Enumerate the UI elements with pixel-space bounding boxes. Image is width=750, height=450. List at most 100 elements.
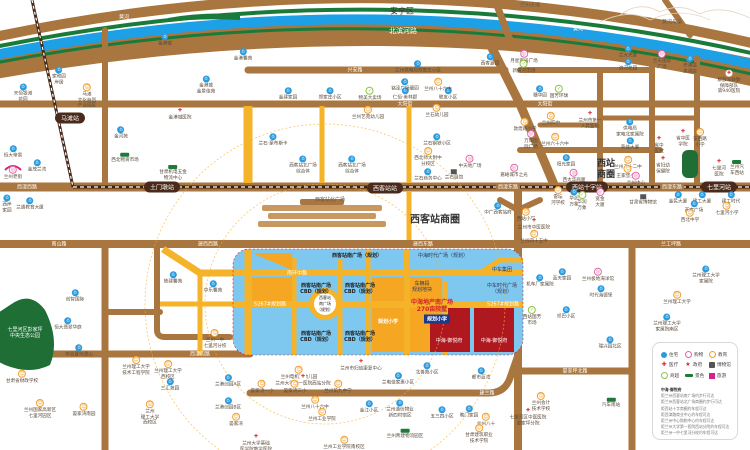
poi-med[interactable]: ✚解放军联勤保障部队第940医院 (718, 69, 740, 95)
poi-edu[interactable]: ☺兰州八十 (477, 412, 495, 428)
metro-station-matan[interactable]: 马滩站 (54, 112, 86, 124)
poi-res[interactable]: ⌂恒大翡翠华庭 (54, 317, 82, 331)
poi-res[interactable]: ⌂建工时代 (722, 191, 740, 205)
poi-mkt[interactable]: ✓新黄河市场 (513, 59, 535, 75)
poi-mus[interactable]: 甘肃省博物馆 (629, 194, 657, 206)
poi-edu[interactable]: ☺兰州六十六中 (541, 132, 569, 148)
poi-shop[interactable]: ◎嘉峪城市之光 (500, 163, 528, 179)
poi-med[interactable]: ✚省中医学院 (676, 128, 690, 148)
poi-edu[interactable]: ☺兰州第九中学 (324, 379, 352, 395)
poi-shop[interactable]: ◎西太华商厦 (563, 168, 585, 184)
project-block-label[interactable]: 中海·御悦府 (480, 338, 508, 344)
poi-res[interactable]: ⌂兰州通信物业新四村宿区 (386, 399, 414, 419)
poi-res[interactable]: ⌂联友小区 (439, 87, 457, 101)
poi-edu[interactable]: ☺七里河小学 (716, 201, 738, 217)
poi-bus[interactable]: 兰州汽车西站 (730, 160, 744, 176)
poi-med[interactable]: ✚兰州市第一人民医院 (579, 110, 601, 130)
poi-edu[interactable]: ☺兰州八十六中 (301, 395, 329, 411)
poi-res[interactable]: ⌂金河苑 (114, 126, 128, 140)
poi-res[interactable]: ⌂建工大厦 (693, 191, 711, 205)
poi-res[interactable]: ⌂中广西客站府 (484, 202, 512, 216)
poi-mkt[interactable]: ✓华润万象 (577, 191, 587, 211)
poi-mkt[interactable]: ✓物美大卖场 (359, 86, 381, 102)
poi-edu[interactable]: ☺敦煌路小学 (514, 117, 536, 133)
poi-res[interactable]: ⌂兰州供电局郑家庄小区 (395, 60, 441, 74)
poi-edu[interactable]: ☺兰州八十六中 (424, 77, 452, 93)
poi-edu[interactable]: ☺兰州一中七里河分校 (204, 329, 226, 349)
poi-edu[interactable]: ☺兰州四十五中 (520, 229, 548, 245)
poi-res[interactable]: ⌂邓巴小区 (557, 306, 575, 320)
poi-res[interactable]: ⌂兰港创园A区 (215, 374, 241, 388)
poi-res[interactable]: ⌂西客嘉园 (481, 53, 499, 67)
poi-edu[interactable]: ☺西北中学 (681, 208, 699, 224)
poi-edu[interactable]: ☺西站小学 (517, 207, 535, 223)
poi-res[interactable]: ⌂都市蓝湾 (472, 367, 490, 381)
poi-res[interactable]: ⌂家和园岸居 (52, 66, 66, 86)
poi-edu[interactable]: ☺兰石幼儿园 (426, 103, 448, 119)
poi-res[interactable]: ⌂金港城 (158, 33, 172, 47)
poi-med[interactable]: ✚省妇幼保健院 (656, 155, 670, 175)
poi-res[interactable]: ⌂兰通教育大厦 (16, 197, 44, 211)
poi-med[interactable]: ✚兰州大学基础医学院教学医院 (240, 433, 272, 450)
poi-res[interactable]: ⌂金港馨苑 (234, 48, 252, 62)
poi-res[interactable]: ⌂蓝天家园 (553, 268, 571, 282)
poi-med[interactable]: ✚兰州市妇幼康复中心 (340, 358, 382, 372)
poi-res[interactable]: ⌂荣佳大厦 (621, 137, 639, 151)
poi-med[interactable]: ✚省中医院 (654, 135, 664, 155)
poi-shop[interactable]: ◎宽金大厦 (595, 188, 605, 208)
poi-edu[interactable]: ☺兰州会计技术学校 (532, 392, 550, 412)
poi-med[interactable]: ✚七里河区中医医院晏家坪分院 (510, 407, 546, 427)
poi-res[interactable]: ⌂金江小区 (360, 400, 378, 414)
poi-med[interactable]: ✚兰州大学第一医院西站分院 (275, 373, 331, 387)
metro-station-qilihe[interactable]: 七里河站 (700, 181, 738, 193)
poi-mkt[interactable]: ✓西站国芳市场 (523, 306, 541, 326)
poi-shop[interactable]: ◎兰州老街 (4, 165, 22, 181)
poi-res[interactable]: ⌂兰港创园B区 (215, 397, 241, 411)
poi-edu[interactable]: ☺兰州四中 (542, 111, 560, 127)
metro-station-tumendun[interactable]: 土门墩站 (143, 181, 181, 193)
poi-med[interactable]: ✚兰州市中医医院 (518, 217, 550, 231)
poi-mkt[interactable]: ✓国芳环球 (550, 84, 568, 100)
poi-res[interactable]: ⌂西岸家园 (2, 194, 12, 214)
poi-bus[interactable]: 兰州青建物流园区 (387, 428, 423, 440)
poi-res[interactable]: ⌂金民大厦 (669, 191, 687, 205)
poi-edu[interactable]: ☺兰州工业学院南校区 (323, 435, 365, 450)
poi-res[interactable]: ⌂兰石钢铁小区 (423, 133, 451, 147)
poi-edu[interactable]: ☺晏家湾一小 (251, 379, 273, 395)
metro-station-xikezhan[interactable]: 西客站站 (366, 182, 404, 194)
poi-res[interactable]: ⌂金建家园 (279, 87, 297, 101)
poi-res[interactable]: ⌂西客站北广场综合体 (289, 155, 317, 175)
poi-res[interactable]: ⌂创智国际 (66, 289, 84, 303)
poi-edu[interactable]: ☺兰州国家高新区七里河园区 (24, 399, 56, 419)
poi-edu[interactable]: ☺西北师大附中分校区 (414, 147, 442, 167)
poi-med[interactable]: ✚七里河医院 (712, 158, 726, 178)
poi-med[interactable]: ✚金港城医院 (169, 107, 191, 121)
poi-res[interactable]: ⌂西客站北广场综合体 (338, 155, 366, 175)
poi-res[interactable]: ⌂西客广场 (685, 200, 703, 214)
poi-res[interactable]: ⌂华润置地漫山 (65, 344, 93, 358)
poi-res[interactable]: ⌂兰电佳家惠小区 (382, 372, 414, 386)
poi-res[interactable]: ⌂兰石·豪布斯卡 (258, 133, 288, 147)
poi-edu[interactable]: ☺兰州艺苑幼儿园 (352, 105, 384, 121)
poi-edu[interactable]: ☺晏家湾三小 (284, 379, 306, 395)
project-block-label[interactable]: 中海·御悦府 (435, 338, 463, 344)
poi-res[interactable]: ⌂铭泽广场蘭园 (391, 78, 419, 92)
poi-res[interactable]: ⌂天恒银滩花园 (14, 83, 32, 103)
poi-edu[interactable]: ☺甘肃建筑职业技术学院 (465, 424, 493, 444)
poi-res[interactable]: ⌂北善苑小区 (416, 362, 438, 376)
poi-res[interactable]: ⌂瑞兴园北区 (599, 336, 621, 350)
poi-edu[interactable]: ☺兰州理工大学 (663, 290, 691, 306)
poi-res[interactable]: ⌂穗华园 (533, 85, 547, 99)
poi-shop[interactable]: ◎兰州极地海洋馆 (582, 267, 614, 283)
poi-res[interactable]: ⌂机车厂家属院 (526, 274, 554, 288)
poi-edu[interactable]: ☺雷坛河学校 (551, 186, 565, 206)
poi-shop[interactable]: ◎万辉国际广场 (524, 130, 538, 150)
poi-res[interactable]: ⌂金茂兰湾 (28, 159, 46, 173)
poi-edu[interactable]: ☺晏家湾南园 (73, 402, 95, 418)
poi-res[interactable]: ⌂金港城金景佳苑 (197, 75, 215, 95)
poi-res[interactable]: ⌂中乐馨苑 (204, 280, 222, 294)
poi-res[interactable]: ⌂兰州理工大学家属院南区 (653, 313, 681, 333)
poi-res[interactable]: ⌂供电局家电北家属院 (616, 118, 644, 138)
poi-res[interactable]: ⌂兰石商务中心 (414, 168, 442, 182)
poi-edu[interactable]: ☺晏家湾 (229, 412, 243, 428)
